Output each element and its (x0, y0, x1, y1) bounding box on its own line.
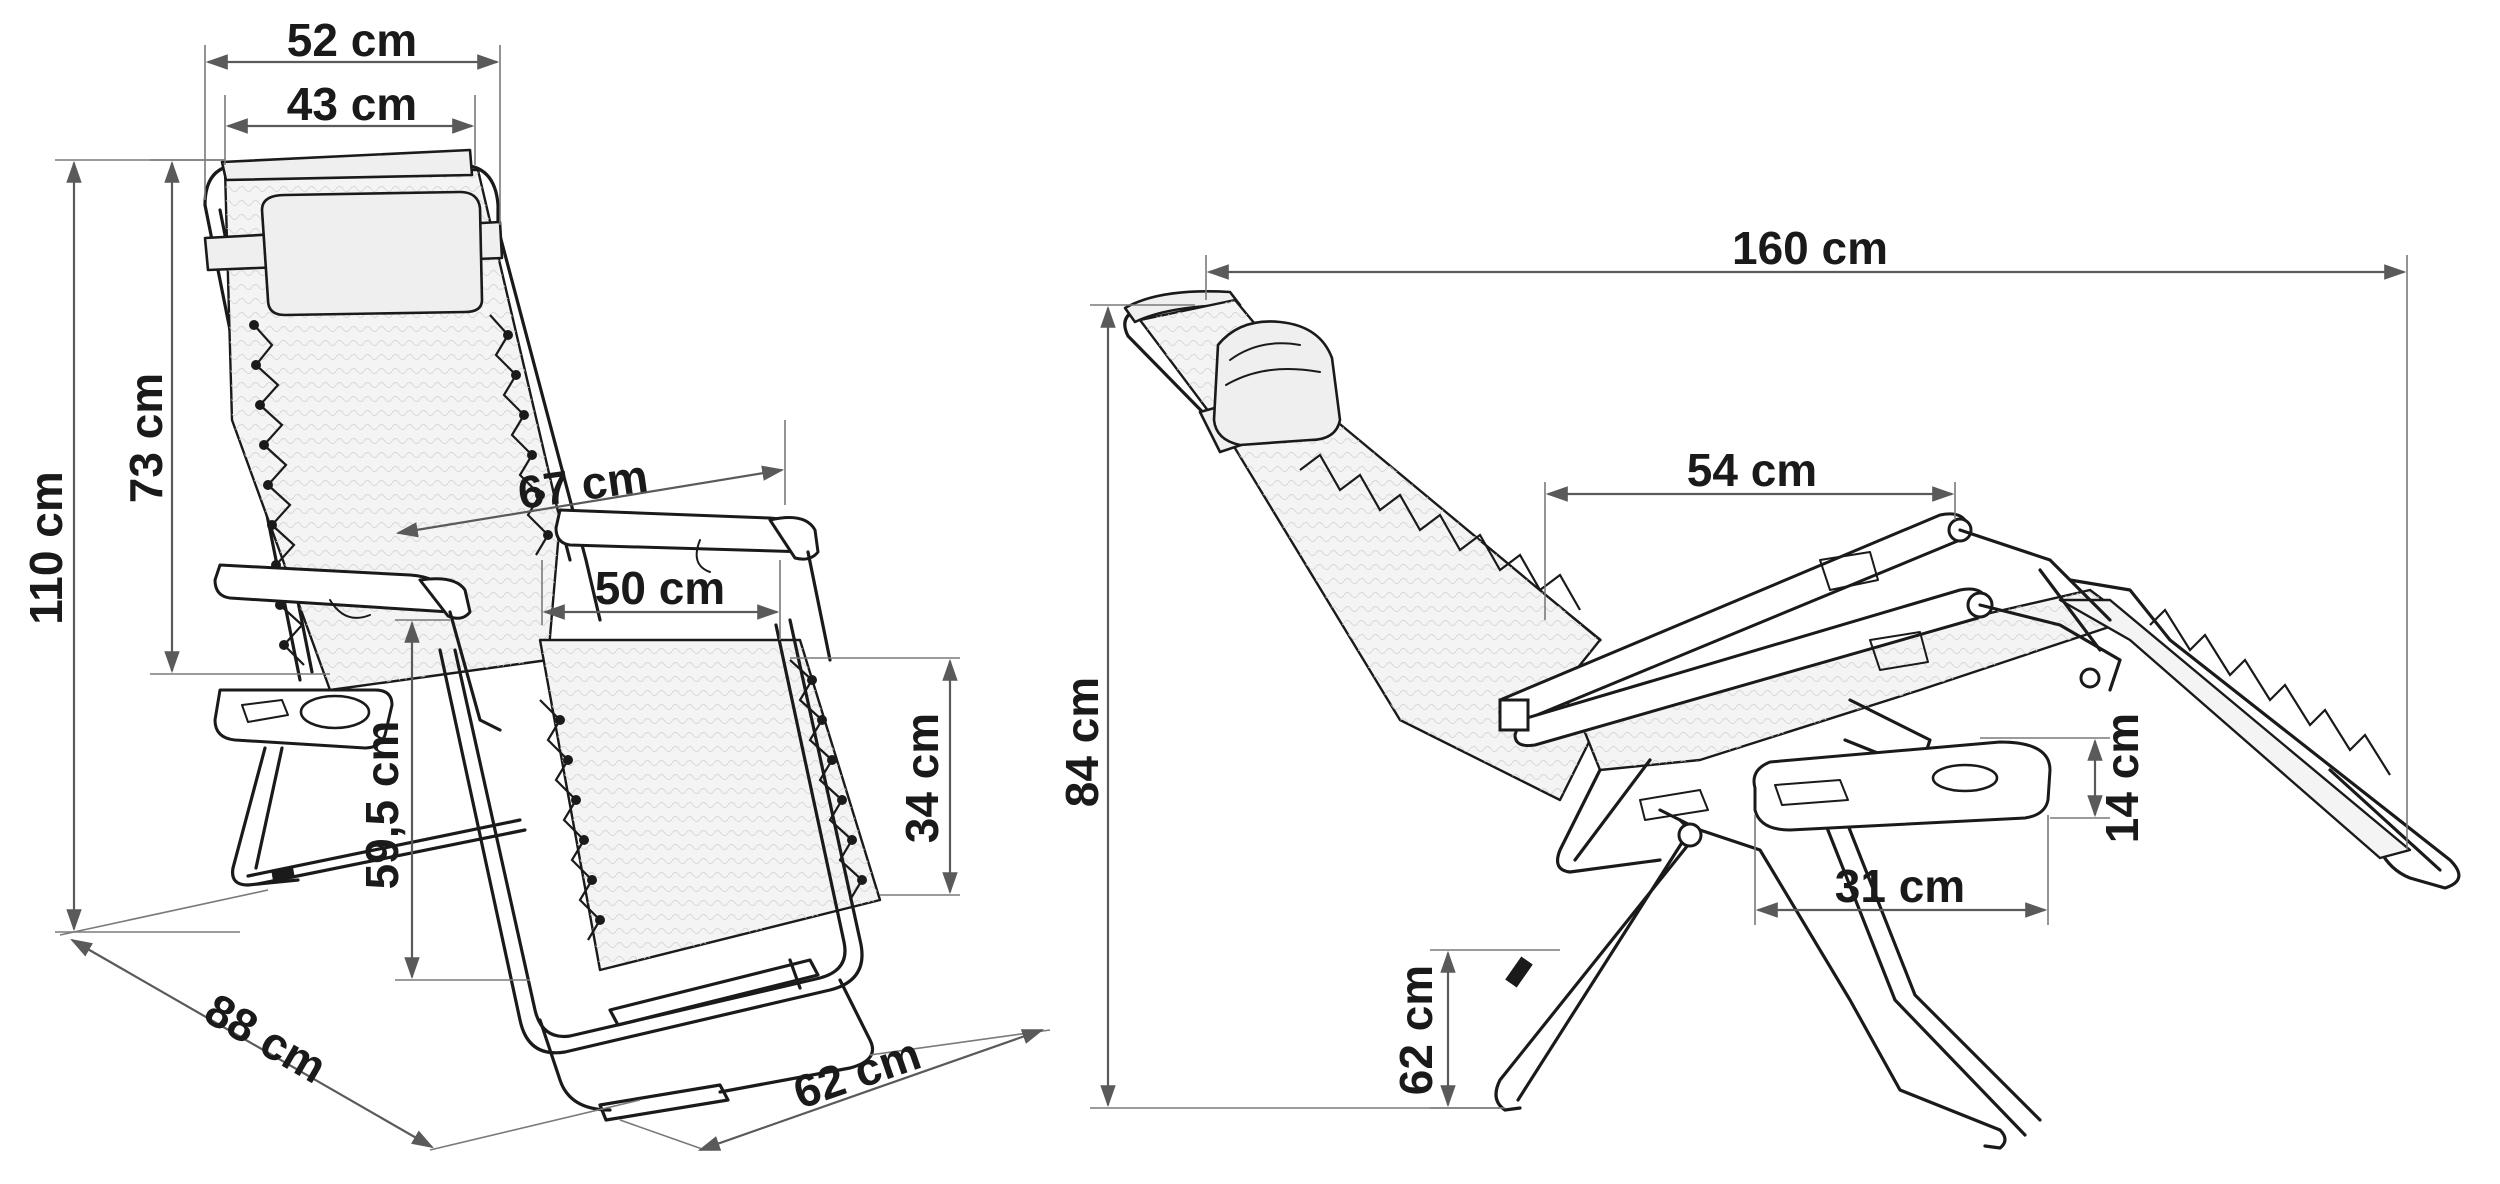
side-view-rear-leg (1818, 808, 2027, 1137)
tray-depth-label: 14 cm (2096, 713, 2148, 843)
armrest-length-label: 54 cm (1687, 444, 1817, 496)
seat-depth-label: 50 cm (595, 562, 725, 614)
inner-width-label: 43 cm (287, 78, 417, 130)
side-view-footrest-lacing (2149, 608, 2391, 776)
front-view-seat-lacing (539, 659, 867, 941)
front-view-right-armrest (554, 508, 810, 554)
depth-label: 88 cm (197, 983, 336, 1093)
seat-height-label: 34 cm (896, 713, 948, 843)
front-view-headrest-pillow (260, 190, 484, 317)
reclined-height-label: 84 cm (1056, 677, 1108, 807)
reclined-length-label: 160 cm (1732, 222, 1888, 274)
front-width-62-label: 62 cm (787, 1027, 927, 1119)
front-view-chair (203, 148, 882, 1122)
side-view-cup-tray (1752, 740, 2052, 832)
side-view-headrest-pillow (1212, 320, 1342, 447)
front-view-dimensions: 52 cm 43 cm 110 cm 73 cm 67 cm 50 cm 34 … (20, 14, 1051, 1152)
side-view-dimensions: 160 cm 84 cm 54 cm 14 cm 31 cm 62 cm (1056, 222, 2408, 1109)
front-view-front-frame (438, 618, 864, 1055)
front-width-label: 52 cm (287, 14, 417, 66)
side-view-back-leg (1556, 768, 1662, 874)
leg-height-label: 62 cm (1390, 965, 1442, 1095)
side-view-chair (1123, 290, 2461, 1150)
backrest-height-label: 73 cm (120, 373, 172, 503)
side-view-front-leg (1494, 808, 1702, 1112)
side-view-footrest-frame (2068, 578, 2461, 890)
tray-width-label: 31 cm (1835, 860, 1965, 912)
total-height-label: 110 cm (20, 471, 72, 624)
armrest-height-label: 59,5 cm (356, 721, 408, 890)
front-view-left-rear-leg (230, 746, 300, 887)
front-view-left-lacing (249, 320, 305, 666)
